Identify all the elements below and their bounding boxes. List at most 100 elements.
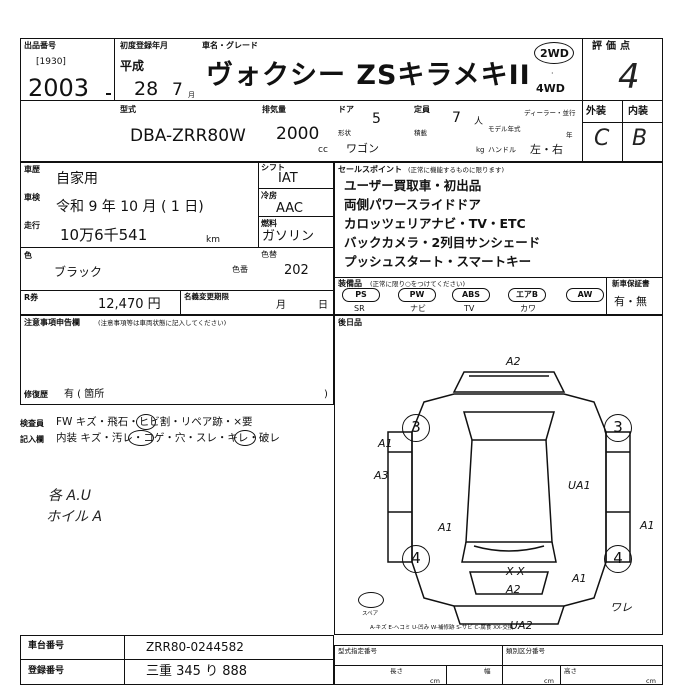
inspector-ext-title: 検査員	[20, 419, 44, 428]
equipment-note: (正常に限り○をつけてください)	[370, 280, 466, 288]
details-frame	[20, 162, 334, 315]
equipment-pill: PS	[342, 288, 380, 302]
mark-a1-rear: A1	[572, 572, 587, 585]
tire-rear-left: 4	[402, 545, 430, 573]
usage: 自家用	[56, 171, 98, 187]
color-no: 202	[284, 263, 309, 278]
exterior-label: 外装	[586, 106, 606, 117]
equipment-sub: SR	[354, 304, 365, 313]
score: 4	[618, 57, 640, 97]
selling-point-item: カロッツェリアナビ・TV・ETC	[344, 216, 526, 231]
lot-number: 2003	[28, 74, 90, 102]
aircon-label: 冷房	[261, 191, 277, 200]
score-label: 評価点	[592, 41, 634, 52]
tax-day: 日	[318, 300, 328, 311]
plate: 三重 345 り 888	[146, 664, 248, 679]
fuel: ガソリン	[262, 229, 315, 244]
km-unit: km	[206, 235, 220, 245]
selling-point-item: ユーザー買取車・初出品	[344, 178, 482, 193]
mark-xx: X X	[506, 565, 525, 578]
height-label: 高さ	[564, 667, 577, 675]
shape: ワゴン	[346, 142, 379, 155]
mileage: 10万6千541	[60, 226, 148, 244]
mark-a2-top: A2	[506, 355, 521, 368]
selling-points-title: セールスポイント	[338, 165, 402, 174]
tire-front-right: 3	[604, 414, 632, 442]
era: 平成	[120, 59, 145, 73]
selling-point-item: 両側パワースライドドア	[344, 197, 481, 212]
yogore-circle	[128, 430, 154, 446]
door-label: ドア	[338, 105, 354, 114]
model-label: 型式	[120, 105, 136, 114]
height-unit: cm	[646, 677, 656, 685]
length-label: 長さ	[390, 667, 403, 675]
width-label: 幅	[484, 667, 491, 675]
mark-ua2: UA2	[510, 619, 533, 632]
tire-rear-right: 4	[604, 545, 632, 573]
color: ブラック	[54, 265, 103, 279]
equipment-pill: エアB	[508, 288, 546, 302]
inspection: 令和 9 年 10 月 ( 1 日)	[56, 199, 204, 215]
mileage-label: 走行	[24, 221, 40, 230]
equipment-pill: ABS	[452, 288, 490, 302]
repair-close: )	[324, 389, 328, 400]
drive-2wd: 2WD	[540, 47, 569, 60]
drive-2wd-circle	[534, 42, 574, 64]
recycle-label: R券	[24, 293, 39, 302]
footer-frame-left	[20, 635, 334, 685]
selling-points-note: (正常に機能するものに限ります)	[408, 166, 505, 174]
spare-label: スペア	[362, 611, 379, 617]
shift-label: シフト	[261, 163, 285, 172]
displacement: 2000	[276, 124, 320, 144]
month-unit: 月	[188, 91, 195, 99]
hand-note-1: 各 A.U	[48, 488, 91, 504]
drive-sep: ·	[551, 69, 554, 78]
equipment-sub: TV	[464, 304, 475, 313]
fuel-label: 燃料	[261, 219, 277, 228]
color-change-label: 色替	[261, 250, 277, 259]
year-unit: 年	[566, 131, 573, 139]
inspection-label: 車検	[24, 193, 40, 202]
notes-frame	[20, 315, 334, 405]
chassis: ZRR80-0244582	[146, 640, 244, 654]
handle: 左・右	[530, 143, 563, 156]
notes-label-note: (注意事項等は車両状態に記入してください)	[98, 319, 227, 327]
car-name-label: 車名・グレード	[202, 41, 258, 50]
width-unit: cm	[544, 677, 554, 685]
mark-crack: ワレ	[610, 601, 632, 614]
first-reg-month: 7	[172, 80, 183, 100]
equipment-pill: AW	[566, 288, 604, 302]
equipment-title: 装備品	[338, 279, 362, 288]
dealer-label: ディーラー・並行	[524, 109, 576, 117]
usage-label: 車歴	[24, 165, 40, 174]
shape-label: 形状	[338, 129, 351, 137]
hand-note-2: ホイル A	[46, 509, 103, 525]
warranty-label: 新車保証書	[612, 279, 650, 288]
selling-points-frame	[334, 162, 663, 315]
repair: 有 ( 箇所	[64, 389, 105, 400]
equipment-pill: PW	[398, 288, 436, 302]
equipment-sub: ナビ	[410, 304, 426, 313]
color-no-label: 色番	[232, 265, 248, 274]
warranty: 有・無	[614, 295, 647, 308]
mark-a1-mid: A1	[438, 521, 453, 534]
tax-label: 名義変更期限	[184, 292, 229, 301]
mark-a1-left: A1	[378, 437, 393, 450]
first-reg-year: 28	[134, 78, 159, 100]
plate-label: 登録番号	[28, 666, 65, 676]
model-year-label: モデル年式	[488, 125, 521, 133]
model: DBA-ZRR80W	[130, 126, 246, 146]
capacity-label: 定員	[414, 105, 430, 114]
diagram-title: 後日品	[338, 318, 362, 327]
class-label: 類別区分番号	[506, 647, 545, 655]
mark-a1-right: A1	[640, 519, 655, 532]
doors: 5	[372, 111, 381, 127]
notes-label: 注意事項申告欄	[24, 318, 80, 327]
selling-point-item: バックカメラ・2列目サンシェード	[344, 235, 541, 250]
inspector-int-title: 記入欄	[20, 435, 44, 444]
load-label: 積載	[414, 129, 427, 137]
repair-label: 修復歴	[24, 390, 48, 399]
cc-unit: cc	[318, 145, 328, 155]
drive-4wd: 4WD	[536, 82, 565, 95]
cert-label: 型式指定番号	[338, 647, 377, 655]
